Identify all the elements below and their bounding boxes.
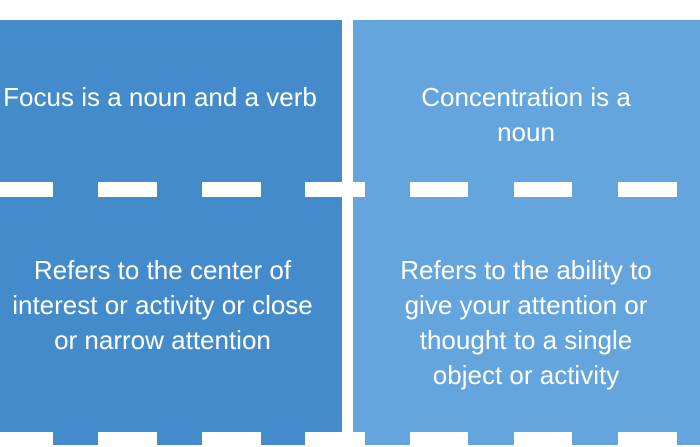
divider-dash	[514, 432, 572, 447]
divider-dash	[0, 182, 53, 197]
divider-dash	[202, 432, 261, 447]
concentration-panel	[353, 20, 700, 445]
divider-dash	[305, 432, 365, 447]
divider-dash	[618, 182, 677, 197]
divider-dash	[410, 432, 468, 447]
divider-dash	[305, 182, 365, 197]
divider-dash	[514, 182, 572, 197]
divider-dash	[98, 432, 157, 447]
focus-panel	[0, 20, 342, 445]
focus-heading: Focus is a noun and a verb	[3, 82, 317, 112]
divider-dash	[202, 182, 261, 197]
focus-definition: Refers to the center of interest or acti…	[12, 255, 313, 355]
divider-dash	[618, 432, 677, 447]
concentration-definition: Refers to the ability to give your atten…	[400, 255, 652, 390]
divider-dash	[410, 182, 468, 197]
divider-dash	[0, 432, 53, 447]
divider-dash	[98, 182, 157, 197]
concentration-heading: Concentration is a noun	[421, 82, 631, 147]
